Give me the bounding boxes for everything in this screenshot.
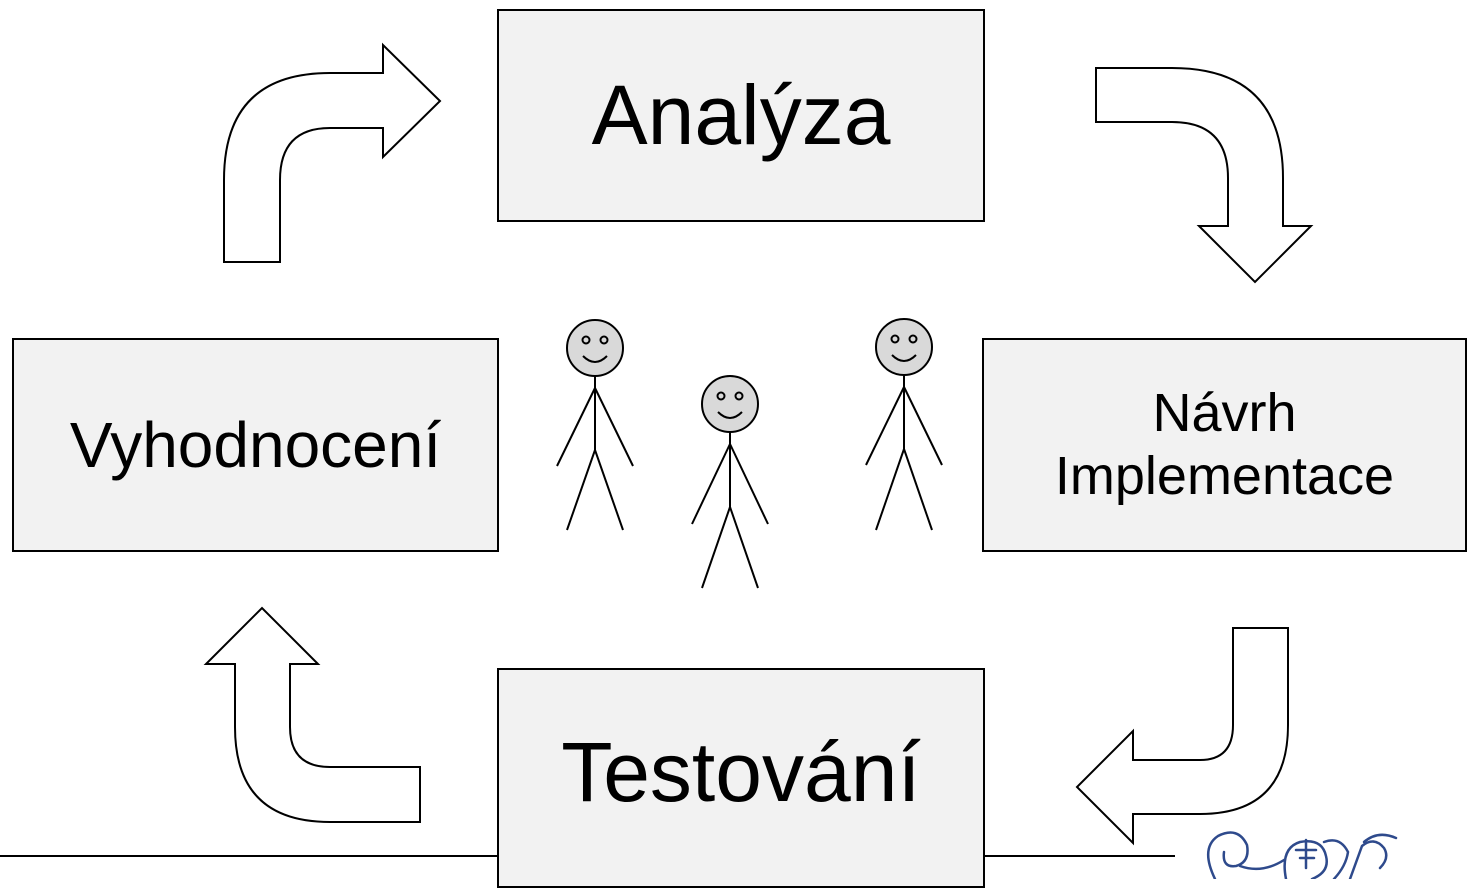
smiley-face-icon: [566, 319, 624, 377]
arrow-vyhodnoceni-to-analyza: [223, 42, 442, 263]
arrow-navrh-to-testovani: [1075, 627, 1289, 846]
node-navrh-implementace: Návrh Implementace: [982, 338, 1467, 552]
node-analyza: Analýza: [497, 9, 985, 222]
node-analyza-label: Analýza: [591, 68, 891, 162]
smiley-face-icon: [701, 375, 759, 433]
smiley-face-icon: [875, 318, 933, 376]
node-vyhodnoceni: Vyhodnocení: [12, 338, 499, 552]
arrow-analyza-to-navrh: [1095, 67, 1314, 284]
node-navrh-label-line2: Implementace: [1054, 446, 1395, 506]
university-logo-icon: [1207, 831, 1398, 879]
person-figure-3: [865, 318, 943, 531]
arrow-testovani-to-vyhodnoceni: [203, 606, 421, 823]
node-vyhodnoceni-label: Vyhodnocení: [69, 409, 442, 481]
node-testovani: Testování: [497, 668, 985, 888]
node-navrh-label-line1: Návrh: [1152, 382, 1297, 443]
person-figure-2: [691, 375, 769, 589]
node-testovani-label: Testování: [561, 724, 921, 819]
person-figure-1: [556, 319, 634, 531]
